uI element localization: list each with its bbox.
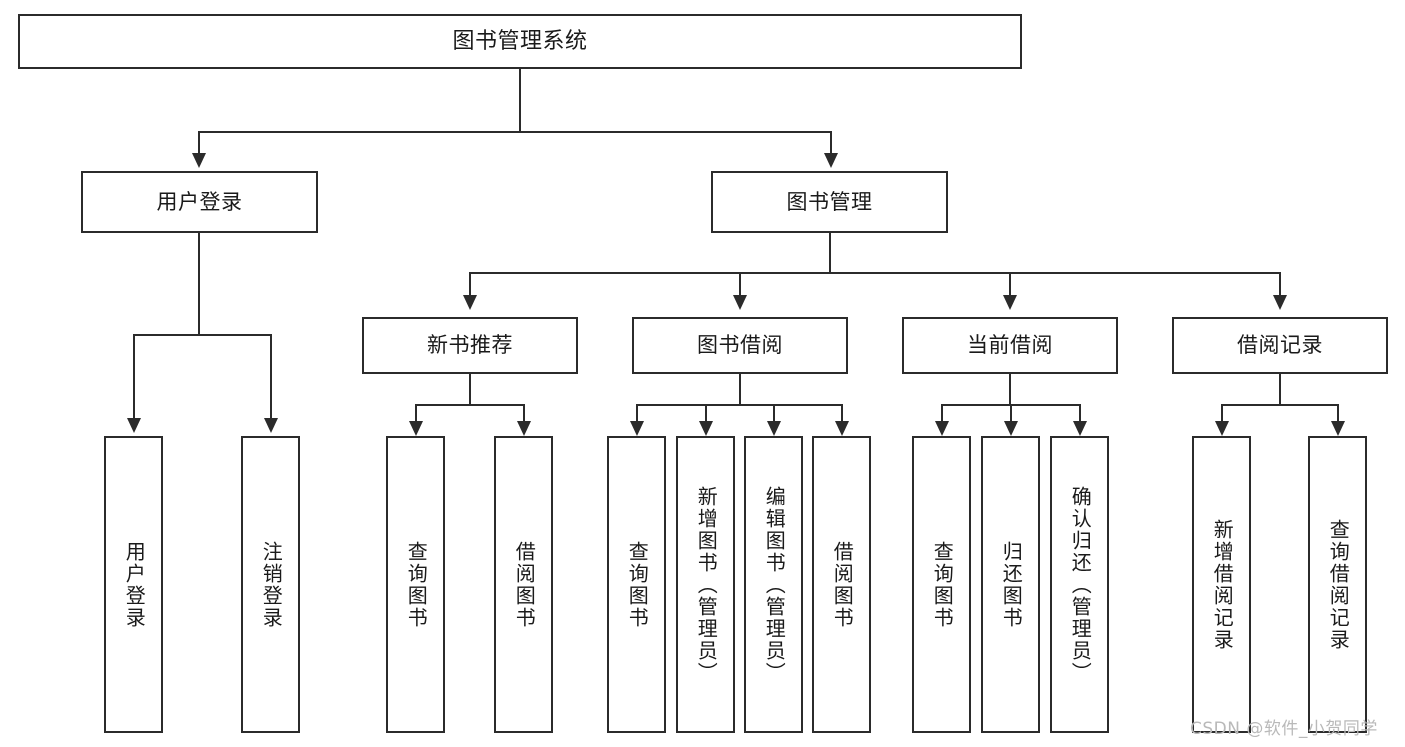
connector-current-borrow-leaf-3 <box>1079 404 1081 422</box>
arrowhead-root-to-book-mgmt <box>824 153 838 168</box>
arrowhead-user-login-leaf-2 <box>264 418 278 433</box>
arrowhead-book-borrow-leaf-3 <box>767 421 781 436</box>
connector-borrow-record-stem <box>1279 374 1281 405</box>
node-root-library-system[interactable]: 图书管理系统 <box>18 14 1022 69</box>
connector-book-mgmt-stem <box>829 233 831 273</box>
arrowhead-root-to-user-login <box>192 153 206 168</box>
leaf-user-login-signin[interactable]: 用户登录 <box>104 436 163 733</box>
connector-to-borrow-record <box>1279 272 1281 296</box>
connector-book-borrow-leaf-2 <box>705 404 707 422</box>
node-label: 归还图书 <box>999 540 1024 629</box>
connector-book-borrow-leaf-3 <box>773 404 775 422</box>
connector-to-new-book-rec <box>469 272 471 296</box>
connector-new-book-leaf-2 <box>523 404 525 422</box>
connector-borrow-record-leaf-2 <box>1337 404 1339 422</box>
connector-book-borrow-stem <box>739 374 741 405</box>
connector-borrow-record-leaf-1 <box>1221 404 1223 422</box>
node-label: 查询图书 <box>625 540 650 629</box>
arrowhead-current-borrow-leaf-1 <box>935 421 949 436</box>
leaf-user-login-signout[interactable]: 注销登录 <box>241 436 300 733</box>
connector-new-book-leaf-1 <box>415 404 417 422</box>
connector-root-stem <box>519 69 521 132</box>
node-label: 图书管理系统 <box>452 28 588 54</box>
leaf-current-confirm-return[interactable]: 确认归还（管理员） <box>1050 436 1109 733</box>
connector-user-login-to-leaf-2 <box>270 334 272 419</box>
node-label: 借阅图书 <box>512 540 537 629</box>
node-label: 当前借阅 <box>967 333 1053 358</box>
node-label: 用户登录 <box>156 189 243 214</box>
node-label: 图书借阅 <box>697 333 783 358</box>
leaf-record-add[interactable]: 新增借阅记录 <box>1192 436 1251 733</box>
leaf-borrow-add-book[interactable]: 新增图书（管理员） <box>676 436 735 733</box>
leaf-record-query[interactable]: 查询借阅记录 <box>1308 436 1367 733</box>
node-label: 新增借阅记录 <box>1210 518 1235 651</box>
node-borrow-record[interactable]: 借阅记录 <box>1172 317 1388 374</box>
node-label: 借阅记录 <box>1237 333 1323 358</box>
connector-current-borrow-leaf-2 <box>1010 404 1012 422</box>
node-book-borrow[interactable]: 图书借阅 <box>632 317 848 374</box>
node-label: 查询图书 <box>404 540 429 629</box>
arrowhead-book-borrow <box>733 295 747 310</box>
connector-level3-bus <box>469 272 1281 274</box>
node-label: 编辑图书（管理员） <box>762 485 787 684</box>
arrowhead-current-borrow-leaf-3 <box>1073 421 1087 436</box>
connector-root-bus <box>198 131 832 133</box>
connector-root-to-user-login <box>198 131 200 155</box>
connector-to-book-borrow <box>739 272 741 296</box>
arrowhead-new-book-leaf-1 <box>409 421 423 436</box>
connector-root-to-book-mgmt <box>830 131 832 155</box>
leaf-new-book-borrow[interactable]: 借阅图书 <box>494 436 553 733</box>
node-new-book-recommend[interactable]: 新书推荐 <box>362 317 578 374</box>
arrowhead-book-borrow-leaf-1 <box>630 421 644 436</box>
connector-book-borrow-leaf-4 <box>841 404 843 422</box>
connector-book-borrow-bus <box>636 404 843 406</box>
arrowhead-new-book-leaf-2 <box>517 421 531 436</box>
node-current-borrow[interactable]: 当前借阅 <box>902 317 1118 374</box>
connector-current-borrow-stem <box>1009 374 1011 405</box>
arrowhead-user-login-leaf-1 <box>127 418 141 433</box>
node-label: 确认归还（管理员） <box>1068 485 1093 684</box>
connector-current-borrow-leaf-1 <box>941 404 943 422</box>
connector-new-book-bus <box>415 404 525 406</box>
arrowhead-book-borrow-leaf-4 <box>835 421 849 436</box>
connector-book-borrow-leaf-1 <box>636 404 638 422</box>
leaf-current-return-book[interactable]: 归还图书 <box>981 436 1040 733</box>
leaf-current-query-book[interactable]: 查询图书 <box>912 436 971 733</box>
node-label: 新书推荐 <box>427 333 513 358</box>
node-label: 新增图书（管理员） <box>694 485 719 684</box>
node-label: 用户登录 <box>122 540 147 629</box>
connector-user-login-to-leaf-1 <box>133 334 135 419</box>
node-label: 图书管理 <box>786 189 873 214</box>
connector-user-login-bus <box>133 334 272 336</box>
node-label: 注销登录 <box>259 540 284 629</box>
leaf-borrow-edit-book[interactable]: 编辑图书（管理员） <box>744 436 803 733</box>
arrowhead-borrow-record-leaf-2 <box>1331 421 1345 436</box>
leaf-borrow-query-book[interactable]: 查询图书 <box>607 436 666 733</box>
arrowhead-book-borrow-leaf-2 <box>699 421 713 436</box>
node-user-login[interactable]: 用户登录 <box>81 171 318 233</box>
connector-to-current-borrow <box>1009 272 1011 296</box>
arrowhead-current-borrow-leaf-2 <box>1004 421 1018 436</box>
node-label: 查询图书 <box>930 540 955 629</box>
connector-borrow-record-bus <box>1221 404 1339 406</box>
arrowhead-borrow-record-leaf-1 <box>1215 421 1229 436</box>
leaf-borrow-borrow-book[interactable]: 借阅图书 <box>812 436 871 733</box>
node-label: 借阅图书 <box>830 540 855 629</box>
arrowhead-borrow-record <box>1273 295 1287 310</box>
node-book-management[interactable]: 图书管理 <box>711 171 948 233</box>
connector-user-login-stem <box>198 233 200 335</box>
leaf-new-book-query[interactable]: 查询图书 <box>386 436 445 733</box>
node-label: 查询借阅记录 <box>1326 518 1351 651</box>
connector-new-book-stem <box>469 374 471 405</box>
arrowhead-new-book-rec <box>463 295 477 310</box>
arrowhead-current-borrow <box>1003 295 1017 310</box>
